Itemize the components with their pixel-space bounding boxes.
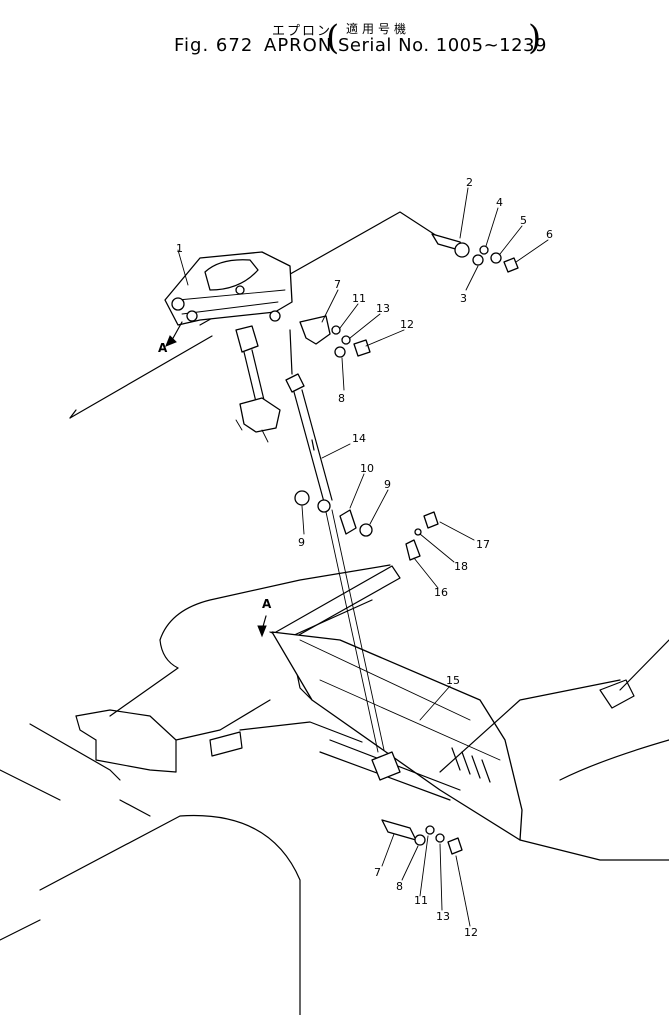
title-japanese: エプロン	[272, 24, 333, 39]
figure-number: Fig. 672	[174, 35, 254, 56]
callout-12-upper: 12	[400, 318, 414, 331]
part-apron-bracket	[164, 251, 293, 347]
part-bushing-10	[339, 509, 357, 535]
part-bolt-5	[503, 257, 519, 273]
callout-4: 4	[496, 196, 503, 209]
callout-3: 3	[460, 292, 467, 305]
callout-9-left: 9	[298, 536, 305, 549]
callout-14: 14	[352, 432, 366, 445]
context-outline	[69, 211, 441, 419]
part-washer-3	[472, 254, 484, 266]
part-bushing-9-right	[359, 523, 373, 537]
part-pin-7-lower	[381, 819, 417, 841]
callout-15: 15	[446, 674, 460, 687]
callout-13-lower: 13	[436, 910, 450, 923]
part-washer-11-lower	[425, 825, 435, 835]
part-washer-13-upper	[341, 335, 351, 345]
view-a-label-upper: A	[158, 341, 168, 355]
callout-8-upper: 8	[338, 392, 345, 405]
callout-17: 17	[476, 538, 490, 551]
part-bracket-16	[405, 539, 421, 561]
callout-8-lower: 8	[396, 880, 403, 893]
callout-18: 18	[454, 560, 468, 573]
part-bushing-9-left	[294, 490, 310, 506]
part-nut-8-lower	[414, 834, 426, 846]
callout-16: 16	[434, 586, 448, 599]
callout-10: 10	[360, 462, 374, 475]
callout-7-lower: 7	[374, 866, 381, 879]
title-japanese-note: 適用号機	[346, 22, 411, 36]
serial-range: Serial No. 1005~1239	[338, 35, 547, 56]
part-apron-panel	[271, 631, 669, 861]
left-link-assembly	[235, 325, 281, 443]
part-washer-6	[490, 252, 502, 264]
callout-2: 2	[466, 176, 473, 189]
part-nut-8-upper	[334, 346, 346, 358]
part-bolt-17	[423, 511, 439, 529]
callout-5: 6	[546, 228, 553, 241]
title-close-paren: )	[528, 18, 542, 58]
callout-7-upper: 7	[334, 278, 341, 291]
callout-9-right: 9	[384, 478, 391, 491]
title-block: エプロン ( 適用号機 Fig. 672 APRON Serial No. 10…	[0, 0, 669, 70]
part-washer-4	[479, 245, 489, 255]
callout-11-lower: 11	[414, 894, 428, 907]
part-pin-7-upper	[299, 315, 331, 345]
part-bolt-12-upper	[353, 339, 371, 357]
part-washer-11-upper	[331, 325, 341, 335]
figure-title: APRON	[264, 35, 333, 56]
leader-strut-to-panel	[325, 509, 385, 753]
callout-6: 5	[520, 214, 527, 227]
view-a-label-lower: A	[262, 597, 272, 611]
part-bolt-12-lower	[447, 837, 463, 855]
callout-1: 1	[176, 242, 183, 255]
leader-lines	[177, 187, 549, 927]
title-open-paren: (	[326, 18, 340, 58]
callout-13-upper: 13	[376, 302, 390, 315]
view-a-arrow-lower	[257, 615, 267, 638]
part-gas-strut	[285, 329, 333, 513]
part-pin-2	[431, 233, 470, 258]
machine-context	[0, 564, 401, 1015]
part-washer-18	[414, 528, 422, 536]
callout-12-lower: 12	[464, 926, 478, 939]
part-washer-13-lower	[435, 833, 445, 843]
callout-11-upper: 11	[352, 292, 366, 305]
